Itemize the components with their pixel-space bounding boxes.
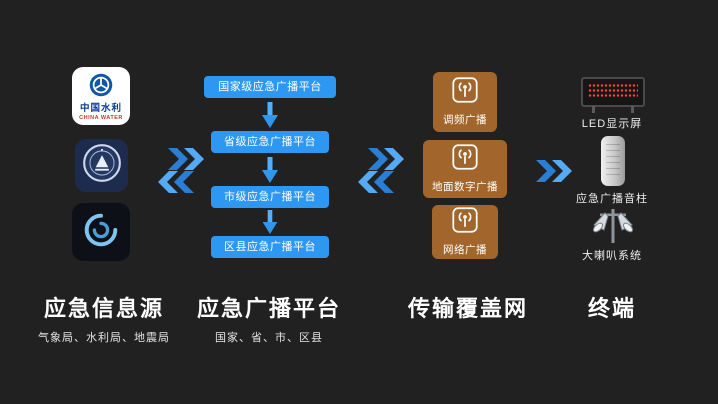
speaker-grill (606, 144, 620, 178)
double-chevron-left-icon (356, 171, 394, 198)
platform-node-national: 国家级应急广播平台 (204, 76, 336, 98)
terminal-label-led: LED显示屏 (581, 118, 643, 130)
led-display-icon (581, 77, 645, 107)
network-node-label: 地面数字广播 (432, 181, 498, 193)
sources-subtitle: 气象局、水利局、地震局 (38, 332, 170, 344)
column-speaker-icon (601, 136, 625, 186)
government-seal-logo (75, 139, 128, 192)
network-title: 传输覆盖网 (407, 296, 528, 321)
terminal-label-speaker: 应急广播音柱 (576, 193, 648, 205)
down-arrow-icon (262, 102, 278, 133)
china-water-logo-text: 中国水利 (79, 102, 122, 114)
double-chevron-right-icon (536, 160, 574, 187)
china-water-emblem-icon (88, 72, 114, 103)
platforms-subtitle: 国家、省、市、区县 (215, 332, 323, 344)
down-arrow-icon (262, 210, 278, 239)
sources-title: 应急信息源 (43, 296, 164, 321)
terminals-title: 终端 (587, 296, 636, 321)
antenna-waves-icon (452, 207, 478, 238)
network-node-internet: 网络广播 (432, 205, 498, 259)
platform-node-county: 区县应急广播平台 (211, 236, 329, 258)
china-water-logo-subtext: CHINA WATER (79, 114, 123, 121)
led-display-leg (631, 106, 634, 113)
meteorological-logo (72, 203, 130, 261)
platform-node-municipal: 市级应急广播平台 (211, 186, 329, 208)
led-dot-matrix (588, 83, 638, 99)
terminal-label-horn: 大喇叭系统 (582, 250, 642, 262)
platforms-title: 应急广播平台 (196, 296, 341, 321)
horn-speaker-icon (590, 203, 636, 250)
network-node-label: 调频广播 (443, 114, 487, 126)
china-water-logo: 中国水利 CHINA WATER (72, 67, 130, 125)
network-node-fm: 调频广播 (433, 72, 497, 132)
double-chevron-left-icon (156, 171, 194, 198)
platform-node-provincial: 省级应急广播平台 (211, 131, 329, 153)
led-display-leg (592, 106, 595, 113)
down-arrow-icon (262, 157, 278, 188)
seal-emblem-icon (81, 142, 123, 189)
weather-swirl-icon (79, 208, 123, 257)
network-node-digital: 地面数字广播 (423, 140, 507, 198)
antenna-waves-icon (452, 144, 478, 175)
double-chevron-right-icon (368, 148, 406, 175)
network-node-label: 网络广播 (443, 244, 487, 256)
double-chevron-right-icon (168, 148, 206, 175)
antenna-waves-icon (452, 77, 478, 108)
